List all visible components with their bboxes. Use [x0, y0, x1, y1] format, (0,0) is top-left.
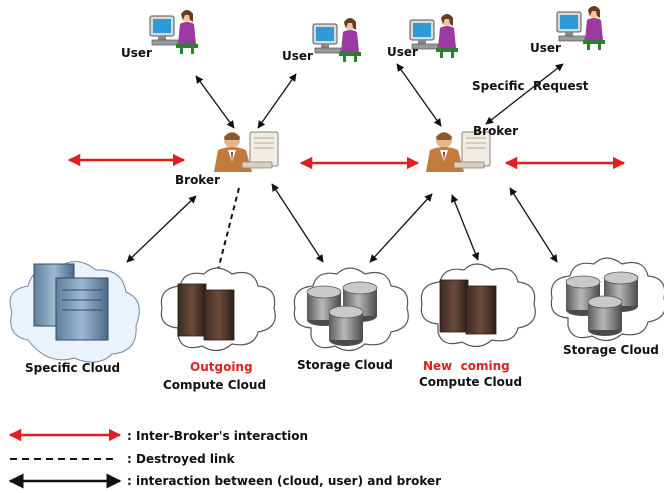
storage-cloud-1-label: Storage Cloud: [297, 358, 393, 372]
user-icon-4: [556, 5, 606, 51]
newcoming-compute-cloud: [420, 263, 536, 348]
link-newcoming-broker-right: [450, 194, 480, 261]
link-user4-broker-right: [485, 63, 564, 125]
outgoing-compute-cloud: [160, 267, 276, 352]
compute-server-right: [203, 289, 235, 341]
compute-server-left: [177, 283, 207, 337]
newcoming-label: New coming: [423, 359, 510, 373]
link-storage1-broker-right: [369, 193, 433, 263]
compute-server-right-2: [465, 285, 497, 335]
link-specific-cloud-broker-left: [126, 195, 197, 263]
legend-inter-broker-label: : Inter-Broker's interaction: [127, 429, 308, 443]
specific-request-label: Specific Request: [472, 79, 589, 93]
broker-label-right: Broker: [473, 124, 518, 138]
link-user1-broker-left: [195, 75, 235, 129]
link-user3-broker-right: [396, 63, 442, 127]
legend-interaction-label: : interaction between (cloud, user) and …: [127, 474, 441, 488]
link-storage2-broker-right: [509, 187, 558, 263]
newcoming-compute-label: Compute Cloud: [419, 375, 522, 389]
broker-icon-right: [425, 131, 491, 173]
broker-icon-left: [213, 131, 279, 173]
link-storage1-broker-left: [271, 183, 324, 263]
compute-server-left-2: [439, 279, 469, 333]
user-icon-1: [149, 9, 199, 55]
user-icon-2: [312, 17, 362, 63]
user-label-1: User: [121, 46, 152, 60]
broker-label-left: Broker: [175, 173, 220, 187]
user-label-2: User: [282, 49, 313, 63]
link-user2-broker-left: [257, 73, 297, 129]
blue-server-front: [55, 277, 109, 341]
specific-cloud: [9, 261, 140, 363]
outgoing-label: Outgoing: [190, 360, 253, 374]
storage-cloud-2: [550, 257, 664, 342]
specific-cloud-label: Specific Cloud: [25, 361, 120, 375]
storage-cloud-1: [293, 267, 409, 352]
storage-cloud-2-label: Storage Cloud: [563, 343, 659, 357]
user-label-4: User: [530, 41, 561, 55]
outgoing-compute-label: Compute Cloud: [163, 378, 266, 392]
legend: : Inter-Broker's interaction : Destroyed…: [8, 428, 441, 489]
destroyed-link-outgoing: [217, 187, 240, 271]
legend-destroyed-link-label: : Destroyed link: [127, 452, 236, 466]
user-label-3: User: [387, 45, 418, 59]
